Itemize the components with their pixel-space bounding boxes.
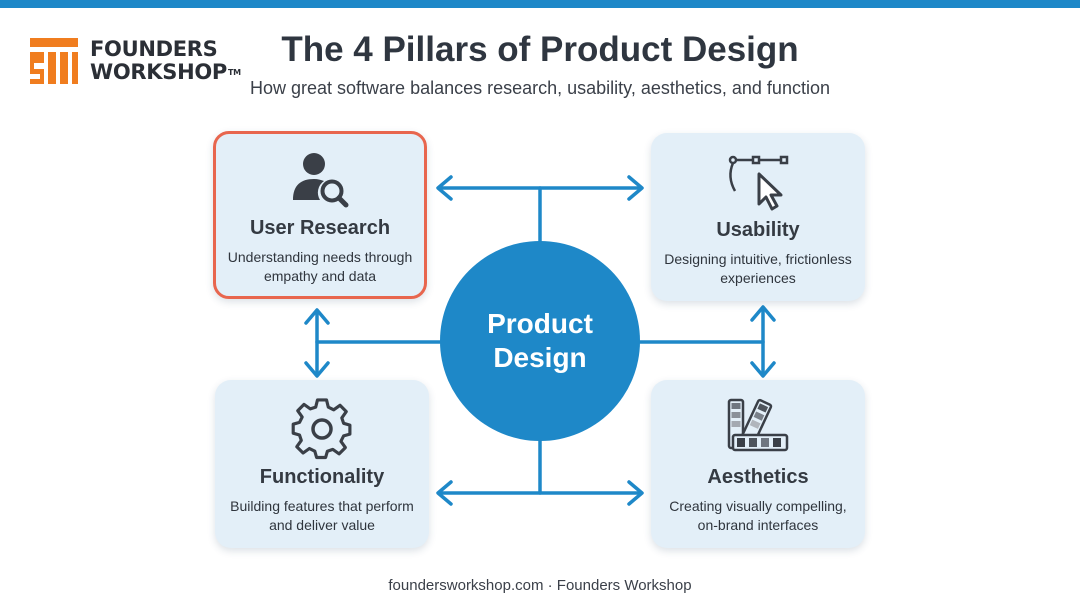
logo-line-1: FOUNDERS: [90, 37, 218, 61]
bottom-right-arrowhead: [627, 480, 644, 506]
pillar-card-functionality: Functionality Building features that per…: [215, 380, 429, 548]
bottom-left-arrowhead: [436, 480, 453, 506]
founders-workshop-logo: FOUNDERS WORKSHOPTM: [30, 36, 241, 86]
pillar-card-user-research: User Research Understanding needs throug…: [213, 131, 427, 299]
founders-workshop-logo-mark: [30, 38, 78, 84]
logo-trademark: TM: [228, 68, 241, 77]
color-swatches-icon: [727, 398, 789, 452]
page-subtitle: How great software balances research, us…: [250, 78, 830, 98]
pillar-description: Designing intuitive, frictionless experi…: [664, 251, 852, 286]
pillar-card-aesthetics: Aesthetics Creating visually compelling,…: [651, 380, 865, 548]
right-down-arrowhead: [750, 361, 776, 378]
pillar-description: Building features that perform and deliv…: [230, 498, 414, 533]
left-down-arrowhead: [304, 361, 330, 378]
center-hub: Product Design: [440, 241, 640, 441]
pillar-title: Usability: [716, 219, 800, 241]
top-accent-bar: [0, 0, 1080, 8]
pillar-title: User Research: [249, 217, 391, 239]
user-search-icon: [293, 153, 349, 208]
pillar-title: Functionality: [259, 466, 385, 488]
logo-wordmark: FOUNDERS WORKSHOPTM: [90, 38, 241, 84]
left-up-arrowhead: [304, 308, 330, 325]
pillar-description: Creating visually compelling, on-brand i…: [669, 498, 847, 533]
pillar-card-usability: Usability Designing intuitive, frictionl…: [651, 133, 865, 301]
bezier-cursor-icon: [728, 155, 789, 211]
pillar-description: Understanding needs through empathy and …: [227, 249, 413, 284]
pillar-title: Aesthetics: [707, 466, 809, 488]
right-up-arrowhead: [750, 305, 776, 322]
footer-attribution: foundersworkshop.com · Founders Workshop: [388, 577, 692, 594]
top-left-arrowhead: [436, 175, 453, 201]
center-label: Product Design: [487, 308, 593, 373]
top-right-arrowhead: [627, 175, 644, 201]
logo-line-2: WORKSHOP: [90, 60, 228, 84]
page-title: The 4 Pillars of Product Design: [281, 30, 799, 69]
gear-icon: [291, 398, 352, 460]
